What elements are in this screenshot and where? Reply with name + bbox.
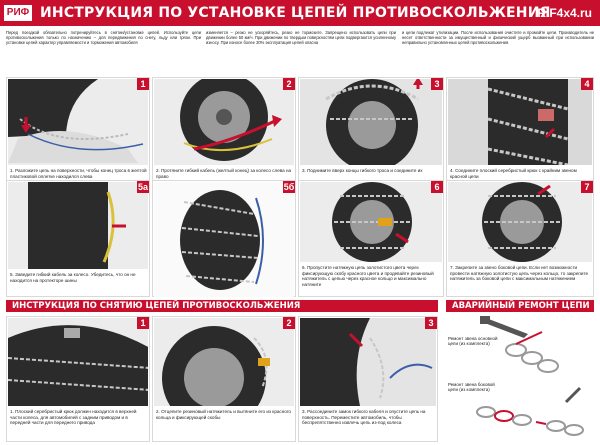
step-2-photo <box>154 79 294 165</box>
page-title: ИНСТРУКЦИЯ ПО УСТАНОВКЕ ЦЕПЕЙ ПРОТИВОСКО… <box>40 5 551 21</box>
step-4-panel: 4 4. Соедините плоский серебристый крюк … <box>446 77 594 193</box>
step-3-caption: 3. Поднимите вверх концы гибкого троса и… <box>302 168 423 173</box>
step-7-panel: 7 7. Закрепите за звено боковой цепи. Ес… <box>446 180 594 297</box>
step-1-panel: 1 1. Разложите цепь на поверхности, чтоб… <box>6 77 150 193</box>
removal-step-3-photo <box>300 318 436 406</box>
step-3-photo <box>300 79 442 165</box>
repair-panel: Ремонт звена основной цепи (из комплекта… <box>446 316 594 442</box>
removal-step-1-number: 1 <box>137 317 149 329</box>
intro-col-1: Перед поездкой обязательно потренируйтес… <box>6 30 201 45</box>
header-bar: РИФ ИНСТРУКЦИЯ ПО УСТАНОВКЕ ЦЕПЕЙ ПРОТИВ… <box>0 0 600 26</box>
removal-step-1-panel: 1 1. Плоский серебристый крюк должен нах… <box>6 316 150 442</box>
step-1-number: 1 <box>137 78 149 90</box>
removal-step-3-caption: 3. Рассоедините замок гибкого кабеля и о… <box>302 409 426 426</box>
repair-label-main-chain: Ремонт звена основной цепи (из комплекта… <box>448 336 498 347</box>
step-6-number: 6 <box>431 181 443 193</box>
step-5a-panel: 5a 5. Заведите гибкий кабель за колесо. … <box>6 180 150 297</box>
removal-step-2-number: 2 <box>283 317 295 329</box>
step-3-panel: 3 3. Поднимите вверх концы гибкого троса… <box>298 77 444 193</box>
step-7-photo <box>448 182 592 262</box>
step-5a-number: 5a <box>137 181 149 193</box>
step-5a-photo <box>8 182 148 269</box>
repair-illustration <box>476 316 584 436</box>
step-7-number: 7 <box>581 181 593 193</box>
step-6-caption: 6. Пропустите натяжную цепь золотистого … <box>302 265 434 287</box>
removal-step-1-photo <box>8 318 148 406</box>
removal-section-header: ИНСТРУКЦИЯ ПО СНЯТИЮ ЦЕПЕЙ ПРОТИВОСКОЛЬЖ… <box>6 300 438 312</box>
removal-step-2-caption: 2. Отцепите резиновый натяжитель и вытян… <box>156 409 291 420</box>
step-5a-caption: 5. Заведите гибкий кабель за колесо. Убе… <box>10 272 136 283</box>
step-6-photo <box>300 182 442 262</box>
step-2-number: 2 <box>283 78 295 90</box>
brand-logo: РИФ <box>4 5 32 21</box>
removal-step-3-panel: 3 3. Рассоедините замок гибкого кабеля и… <box>298 316 438 442</box>
removal-step-2-photo <box>154 318 294 406</box>
step-1-photo <box>8 79 148 165</box>
step-1-caption: 1. Разложите цепь на поверхности, чтобы … <box>10 168 147 179</box>
removal-step-1-caption: 1. Плоский серебристый крюк должен наход… <box>10 409 137 426</box>
removal-step-3-number: 3 <box>425 317 437 329</box>
step-2-panel: 2 2. Протяните гибкий кабель (желтый кон… <box>152 77 296 193</box>
step-5b-panel: 5б <box>152 180 296 297</box>
site-link[interactable]: RIF4x4.ru <box>537 6 592 20</box>
step-7-caption: 7. Закрепите за звено боковой цепи. Если… <box>450 265 589 282</box>
step-2-caption: 2. Протяните гибкий кабель (желтый конец… <box>156 168 292 179</box>
removal-step-2-panel: 2 2. Отцепите резиновый натяжитель и выт… <box>152 316 296 442</box>
repair-label-side-chain: Ремонт звена боковой цепи (из комплекта) <box>448 382 495 393</box>
intro-col-2: изменяется – резко не ускоряйтесь, резко… <box>206 30 396 45</box>
step-5b-photo <box>154 182 294 297</box>
intro-col-3: и цепи подлежат утилизации. После исполь… <box>402 30 594 45</box>
step-4-caption: 4. Соедините плоский серебристый крюк с … <box>450 168 577 179</box>
step-4-number: 4 <box>581 78 593 90</box>
step-4-photo <box>448 79 592 165</box>
step-6-panel: 6 6. Пропустите натяжную цепь золотистог… <box>298 180 444 297</box>
repair-section-header: АВАРИЙНЫЙ РЕМОНТ ЦЕПИ <box>446 300 594 312</box>
step-5b-number: 5б <box>283 181 295 193</box>
step-3-number: 3 <box>431 78 443 90</box>
